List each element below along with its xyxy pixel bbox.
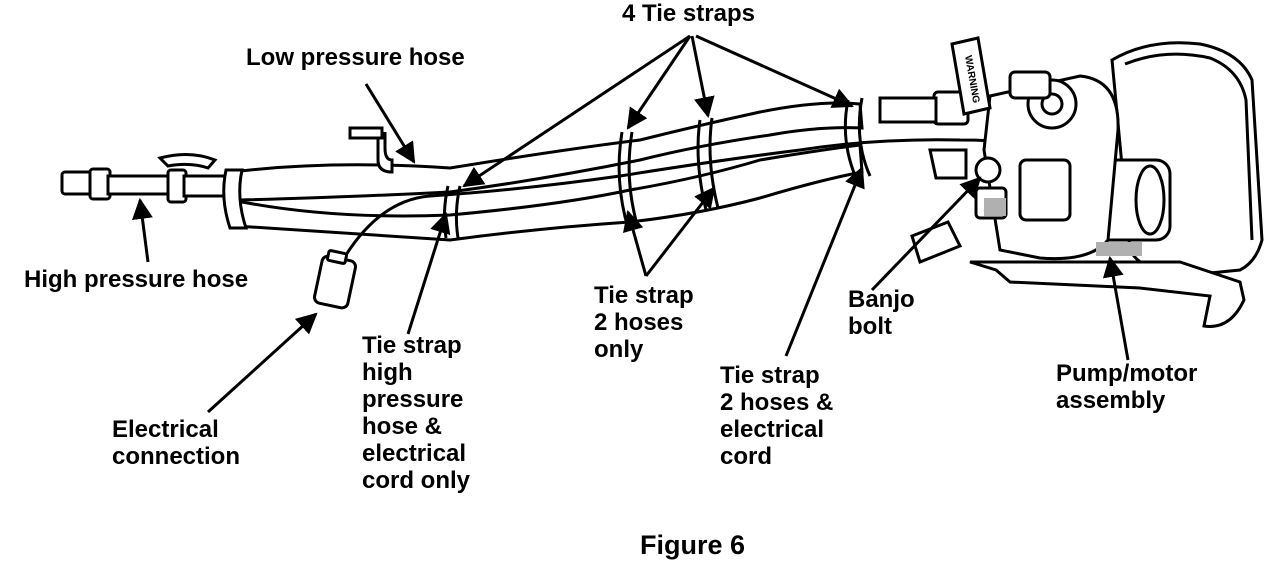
hose-bundle bbox=[222, 101, 864, 242]
label-low-pressure-hose: Low pressure hose bbox=[246, 44, 465, 71]
electrical-connector bbox=[312, 249, 358, 310]
label-electrical-connection: Electrical connection bbox=[112, 416, 241, 470]
label-pump-motor-assembly: Pump/motor assembly bbox=[1056, 360, 1198, 414]
leader-arrows bbox=[132, 34, 1130, 414]
pump-shading bbox=[984, 198, 1142, 256]
pump-motor-assembly bbox=[878, 41, 1264, 328]
label-tie-strap-2-hoses-cord: Tie strap 2 hoses & electrical cord bbox=[720, 362, 834, 470]
label-banjo-bolt: Banjo bolt bbox=[848, 286, 915, 340]
label-4-tie-straps: 4 Tie straps bbox=[622, 0, 755, 27]
figure-caption: Figure 6 bbox=[640, 530, 746, 560]
label-tie-strap-high-pressure: Tie strap high pressure hose & electrica… bbox=[362, 332, 471, 494]
high-pressure-fitting bbox=[60, 153, 236, 204]
warning-tag: WARNING bbox=[950, 36, 992, 116]
label-tie-strap-2-hoses-only: Tie strap 2 hoses only bbox=[594, 282, 694, 363]
label-high-pressure-hose: High pressure hose bbox=[24, 266, 249, 293]
